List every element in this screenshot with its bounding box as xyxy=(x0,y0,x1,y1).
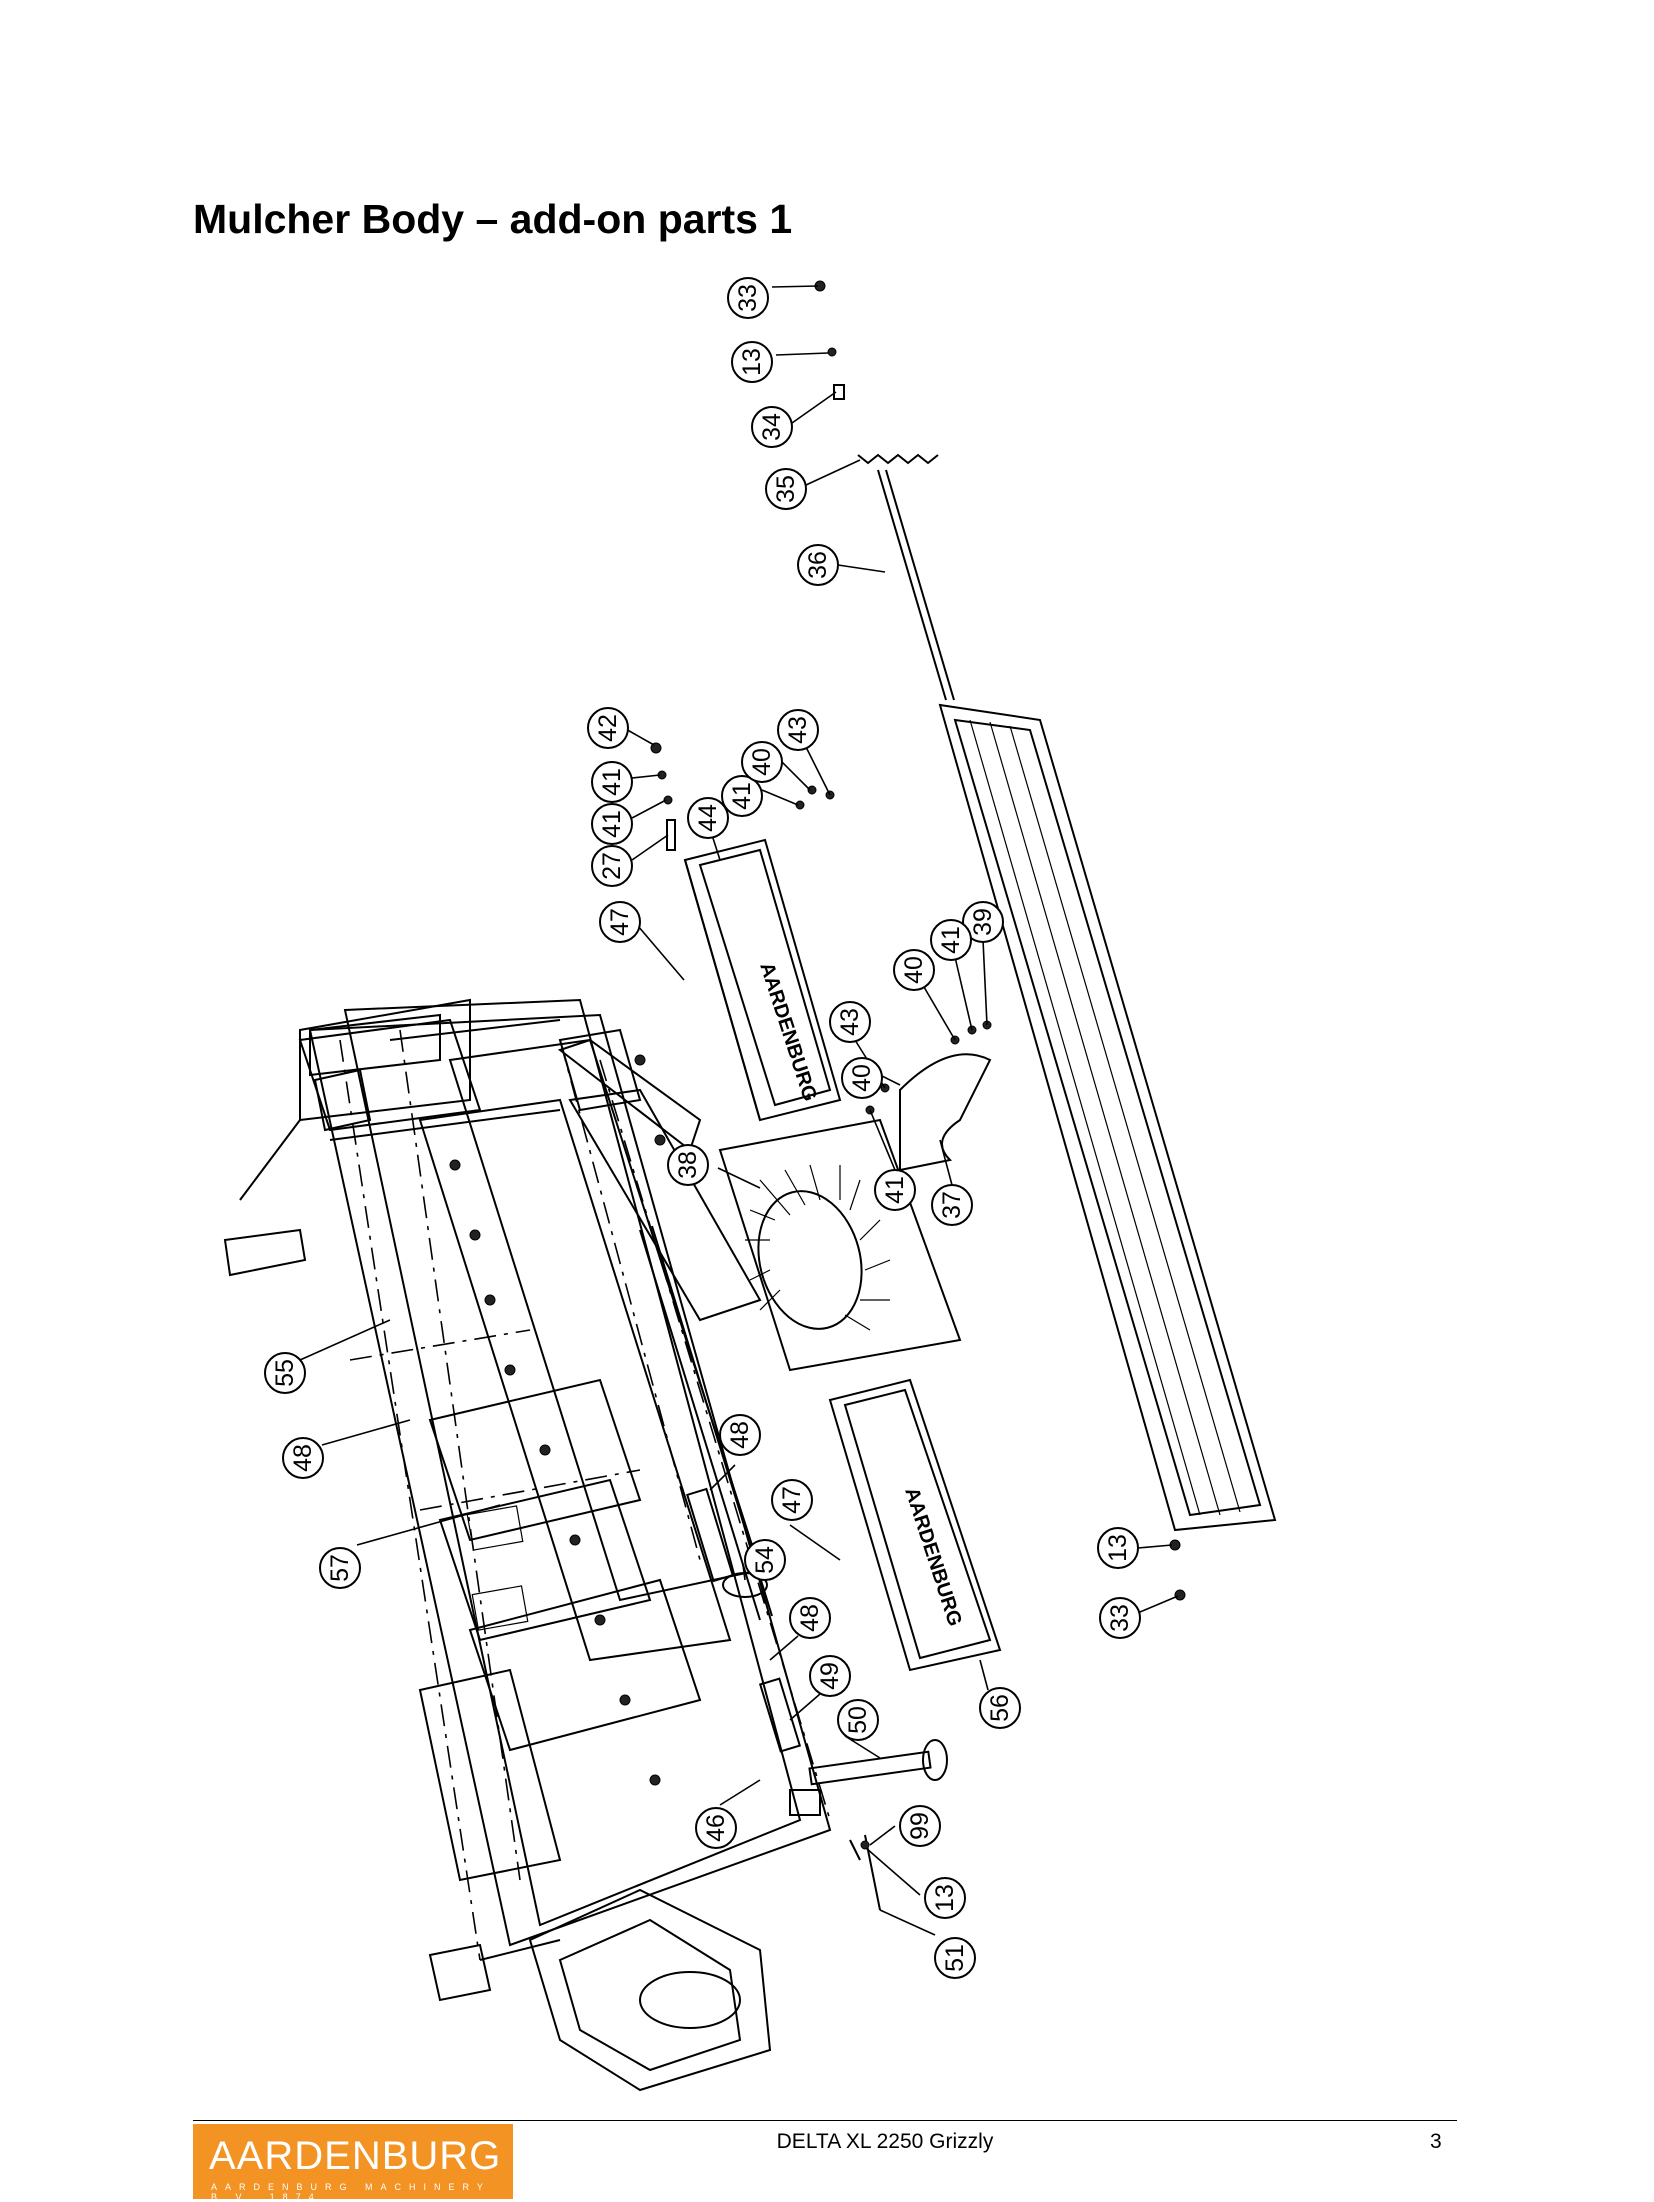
callout-35: 35 xyxy=(765,468,807,510)
callout-40-b: 40 xyxy=(893,949,935,991)
svg-text:46: 46 xyxy=(702,1814,730,1842)
chain-rod xyxy=(814,280,955,701)
svg-text:41: 41 xyxy=(728,782,756,810)
callout-41-b: 41 xyxy=(591,803,633,845)
svg-text:33: 33 xyxy=(1106,1604,1134,1632)
svg-text:47: 47 xyxy=(778,1486,806,1514)
callout-49: 49 xyxy=(809,1655,851,1697)
svg-text:43: 43 xyxy=(836,1008,864,1036)
svg-text:36: 36 xyxy=(804,551,832,579)
svg-text:49: 49 xyxy=(816,1662,844,1690)
svg-text:41: 41 xyxy=(598,810,626,838)
svg-text:40: 40 xyxy=(848,1064,876,1092)
callout-39: 39 xyxy=(962,901,1004,943)
body-bolts xyxy=(449,1054,666,1786)
mulcher-body xyxy=(223,998,832,2092)
svg-text:54: 54 xyxy=(751,1546,779,1574)
footer-page-number: 3 xyxy=(1430,2130,1442,2153)
callout-40-a: 40 xyxy=(741,741,783,783)
svg-text:50: 50 xyxy=(844,1706,872,1734)
svg-text:55: 55 xyxy=(271,1359,299,1387)
callout-37: 37 xyxy=(931,1184,973,1226)
svg-text:38: 38 xyxy=(674,1151,702,1179)
callout-50: 50 xyxy=(837,1699,879,1741)
callout-44: 44 xyxy=(687,797,729,839)
callout-41-e: 41 xyxy=(874,1169,916,1211)
callout-33-right: 33 xyxy=(1099,1597,1141,1639)
callout-48-left: 48 xyxy=(282,1437,324,1479)
svg-text:48: 48 xyxy=(726,1421,754,1449)
aardenburg-logo: AARDENBURG AARDENBURG MACHINERY B.V. 187… xyxy=(193,2124,513,2202)
callout-13-right: 13 xyxy=(1097,1527,1139,1569)
svg-text:99: 99 xyxy=(906,1812,934,1840)
svg-text:13: 13 xyxy=(931,1884,959,1912)
svg-text:13: 13 xyxy=(1104,1534,1132,1562)
svg-text:51: 51 xyxy=(941,1944,969,1972)
svg-text:47: 47 xyxy=(606,908,634,936)
footer-divider xyxy=(193,2120,1457,2121)
svg-text:40: 40 xyxy=(748,748,776,776)
plate-44: AARDENBURG xyxy=(683,838,842,1122)
svg-text:57: 57 xyxy=(326,1554,354,1582)
callout-47-mid: 47 xyxy=(771,1479,813,1521)
plate-56: AARDENBURG xyxy=(828,1378,1002,1672)
callout-41-a: 41 xyxy=(591,761,633,803)
svg-text:43: 43 xyxy=(784,716,812,744)
svg-text:35: 35 xyxy=(772,475,800,503)
callout-41-c: 41 xyxy=(721,775,763,817)
callout-55: 55 xyxy=(264,1352,306,1394)
callout-33-top: 33 xyxy=(727,277,769,319)
callout-13-bottom: 13 xyxy=(924,1877,966,1919)
callout-38: 38 xyxy=(667,1144,709,1186)
callout-48-mid: 48 xyxy=(719,1414,761,1456)
svg-text:37: 37 xyxy=(938,1191,966,1219)
page-title: Mulcher Body – add-on parts 1 xyxy=(193,196,793,242)
svg-text:44: 44 xyxy=(694,804,722,832)
svg-text:41: 41 xyxy=(937,926,965,954)
callout-43-b: 43 xyxy=(829,1001,871,1043)
svg-text:27: 27 xyxy=(598,852,626,880)
logo-tagline: AARDENBURG MACHINERY B.V. 1874 xyxy=(211,2182,491,2202)
callout-57: 57 xyxy=(319,1547,361,1589)
footer-document-name: DELTA XL 2250 Grizzly xyxy=(776,2130,994,2153)
callout-41-d: 41 xyxy=(930,919,972,961)
svg-text:34: 34 xyxy=(758,413,786,441)
svg-text:41: 41 xyxy=(598,768,626,796)
svg-text:48: 48 xyxy=(289,1444,317,1472)
callout-27: 27 xyxy=(591,845,633,887)
svg-text:41: 41 xyxy=(881,1176,909,1204)
svg-text:42: 42 xyxy=(594,714,622,742)
callouts: 33 13 34 35 36 42 41 41 27 47 44 41 40 4… xyxy=(264,277,1141,1979)
callout-51: 51 xyxy=(934,1937,976,1979)
svg-text:48: 48 xyxy=(796,1604,824,1632)
callout-43-a: 43 xyxy=(777,709,819,751)
upper-hardware xyxy=(650,742,676,851)
callout-47-top: 47 xyxy=(599,901,641,943)
callout-56: 56 xyxy=(979,1687,1021,1729)
callout-99: 99 xyxy=(899,1805,941,1847)
plate-38 xyxy=(718,1118,962,1372)
callout-34: 34 xyxy=(751,406,793,448)
callout-13-top: 13 xyxy=(731,341,773,383)
roller-chain xyxy=(938,703,1277,1601)
lower-pins xyxy=(686,1487,948,1911)
svg-text:40: 40 xyxy=(900,956,928,984)
svg-text:33: 33 xyxy=(734,284,762,312)
callout-54: 54 xyxy=(744,1539,786,1581)
callout-36: 36 xyxy=(797,544,839,586)
svg-text:13: 13 xyxy=(738,348,766,376)
plate-44-brand: AARDENBURG xyxy=(755,960,821,1104)
svg-text:39: 39 xyxy=(969,908,997,936)
body-centerlines xyxy=(339,1029,831,1961)
logo-brand-text: AARDENBURG xyxy=(209,2134,502,2178)
svg-text:56: 56 xyxy=(986,1694,1014,1722)
callout-48-lower: 48 xyxy=(789,1597,831,1639)
plate-56-brand: AARDENBURG xyxy=(900,1485,966,1629)
callout-46: 46 xyxy=(695,1807,737,1849)
guard-37 xyxy=(795,785,992,1172)
callout-42: 42 xyxy=(587,707,629,749)
callout-40-c: 40 xyxy=(841,1057,883,1099)
